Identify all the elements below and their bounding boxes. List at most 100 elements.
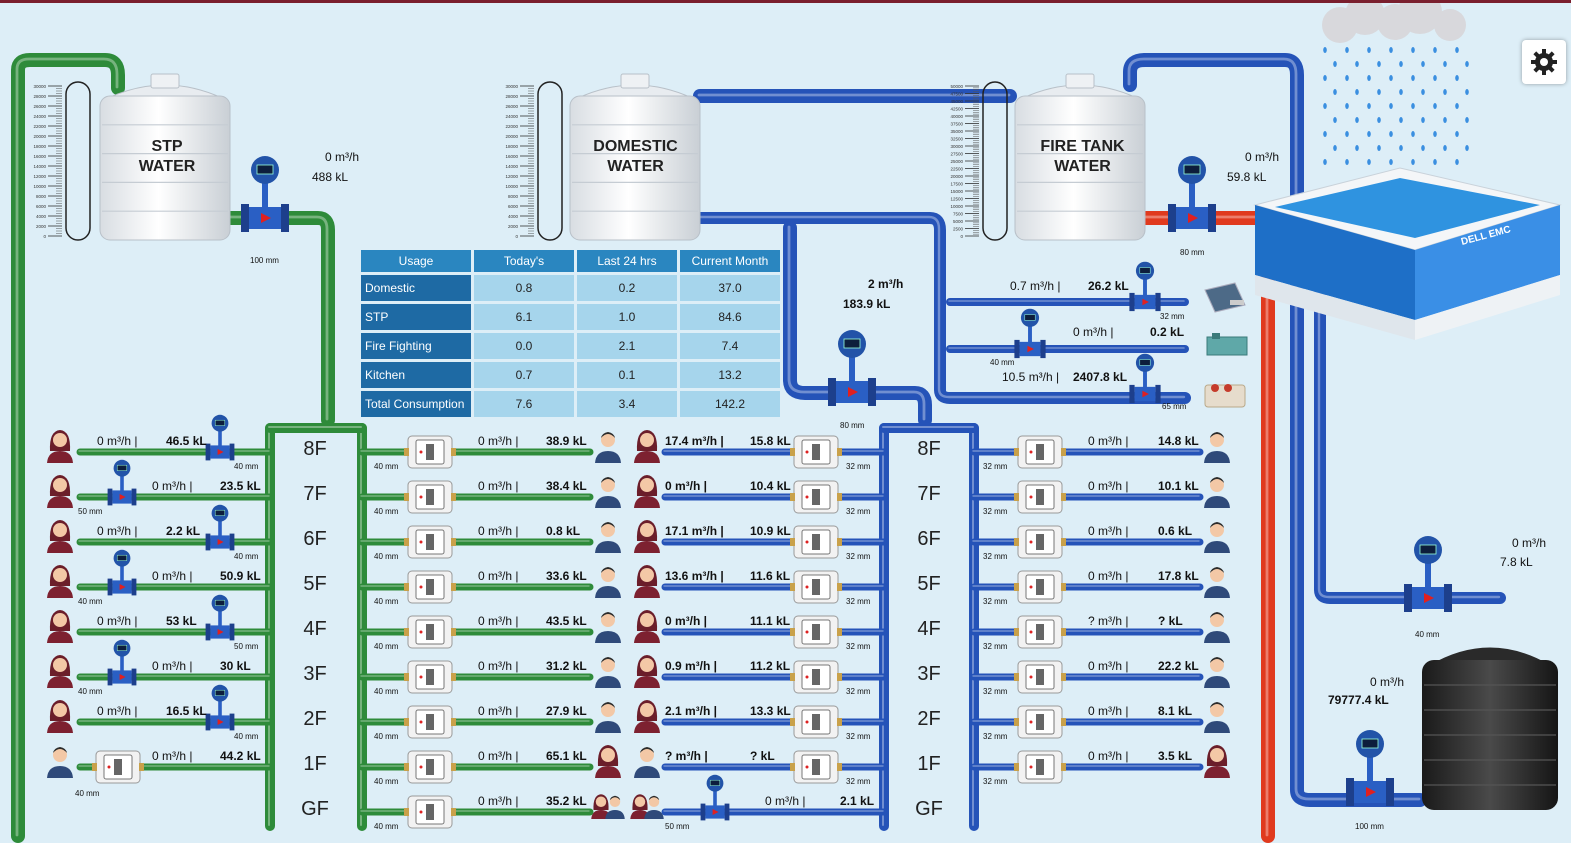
cell-month: 7.4 [680,333,780,359]
fire-level-gauge: 5000047500450004250040000375003500032500… [950,81,1008,241]
water-meter-icon [404,570,456,604]
meter-volume: 38.4 kL [546,479,587,493]
gauge-tick-label: 0 [43,234,46,239]
female-user-icon [47,655,73,688]
cooling-tower-icon [1204,384,1246,408]
floor-label: 8F [917,438,941,460]
water-meter-icon [1014,750,1066,784]
meter-flow: 0 m³/h | [97,524,138,538]
row-label: STP [361,304,471,330]
floor-label: 1F [917,753,941,775]
meter-flow: 2.1 m³/h | [665,704,718,718]
meter-flow: 0 m³/h | [1088,434,1129,448]
floor-label: GF [915,798,943,820]
pipe-size: 32 mm [846,777,871,786]
gauge-tick-label: 12500 [950,197,963,202]
cell-today: 0.8 [474,275,574,301]
meter-volume: 43.5 kL [546,614,587,628]
gauge-tick-label: 22500 [950,167,963,172]
floor-label: 3F [917,663,941,685]
stp-volume: 488 kL [312,170,349,184]
water-meter-icon [790,435,842,469]
meter-volume: ? kL [1158,614,1183,628]
gauge-tick-label: 22000 [33,124,46,129]
pipe-size: 50 mm [234,642,259,651]
storage-pipe-size: 100 mm [1355,822,1384,831]
utility-volume: 2407.8 kL [1073,370,1128,384]
meter-volume: 23.5 kL [220,479,261,493]
pipe-size: 32 mm [1160,312,1185,321]
water-meter-icon [790,525,842,559]
chiller-icon [1206,333,1248,356]
meter-volume: 10.4 kL [750,479,791,493]
pipe-size: 40 mm [374,552,399,561]
male-user-icon [595,702,621,733]
male-user-icon [595,567,621,598]
water-meter-icon [790,705,842,739]
cell-last24: 0.2 [577,275,677,301]
cell-last24: 0.1 [577,362,677,388]
meter-volume: 0.8 kL [546,524,581,538]
user-group-icon [591,794,625,819]
cell-month: 37.0 [680,275,780,301]
meter-volume: 10.1 kL [1158,479,1199,493]
cell-today: 6.1 [474,304,574,330]
meter-volume: 50.9 kL [220,569,261,583]
tank-group: 3000028000260002400022000200001800016000… [33,73,1562,810]
domestic-tank [569,73,701,241]
domestic-pipe-size: 80 mm [840,421,865,430]
pipe-size: 32 mm [846,462,871,471]
meter-flow: 0 m³/h | [1088,659,1129,673]
table-row: Total Consumption 7.6 3.4 142.2 [361,391,780,417]
meter-flow: ? m³/h | [665,749,708,763]
floor-label: 6F [917,528,941,550]
utility-flow-meter-icon [1129,353,1161,404]
gauge-tick-label: 4000 [36,214,47,219]
utility-volume: 0.2 kL [1150,325,1185,339]
meter-group [92,156,1452,829]
meter-flow: 0 m³/h | [1088,704,1129,718]
gauge-tick-label: 18000 [33,144,46,149]
water-meter-icon [404,750,456,784]
cell-month: 142.2 [680,391,780,417]
pipe-size: 32 mm [983,597,1008,606]
gauge-tick-label: 8000 [36,194,47,199]
settings-button[interactable] [1522,40,1566,84]
fire-pipe-size: 80 mm [1180,248,1205,257]
meter-flow: 0 m³/h | [478,479,519,493]
water-meter-icon [404,435,456,469]
meter-volume: 3.5 kL [1158,749,1193,763]
pipe-size: 40 mm [234,552,259,561]
rain-volume: 7.8 kL [1500,555,1533,569]
cell-month: 84.6 [680,304,780,330]
gauge-tick-label: 16000 [505,154,518,159]
table-row: STP 6.1 1.0 84.6 [361,304,780,330]
pipe-size: 32 mm [983,507,1008,516]
gauge-tick-label: 2000 [36,224,47,229]
water-meter-icon [1014,705,1066,739]
female-user-icon [47,430,73,463]
gauge-tick-label: 25000 [950,159,963,164]
female-user-icon [634,565,660,598]
fire-flow: 0 m³/h [1245,150,1280,164]
pipe-size: 50 mm [78,507,103,516]
gauge-tick-label: 30000 [950,144,963,149]
gauge-tick-label: 18000 [505,144,518,149]
meter-volume: 11.1 kL [750,614,791,628]
gauge-tick-label: 37500 [950,122,963,127]
fire-tank [1014,73,1146,241]
floor-label: 4F [303,618,327,640]
gauge-tick-label: 10000 [950,204,963,209]
female-user-icon [47,610,73,643]
stp-supply-pipe [11,53,125,843]
fire-flow-meter-icon [1168,156,1216,232]
meter-volume: 2.2 kL [166,524,201,538]
meter-volume: 27.9 kL [546,704,587,718]
meter-volume: 16.5 kL [166,704,207,718]
meter-flow: 0 m³/h | [478,794,519,808]
header-today: Today's [474,250,574,272]
floor-label: 1F [303,753,327,775]
male-user-icon [47,747,73,778]
meter-volume: 11.6 kL [750,569,791,583]
gauge-tick-label: 28000 [33,94,46,99]
